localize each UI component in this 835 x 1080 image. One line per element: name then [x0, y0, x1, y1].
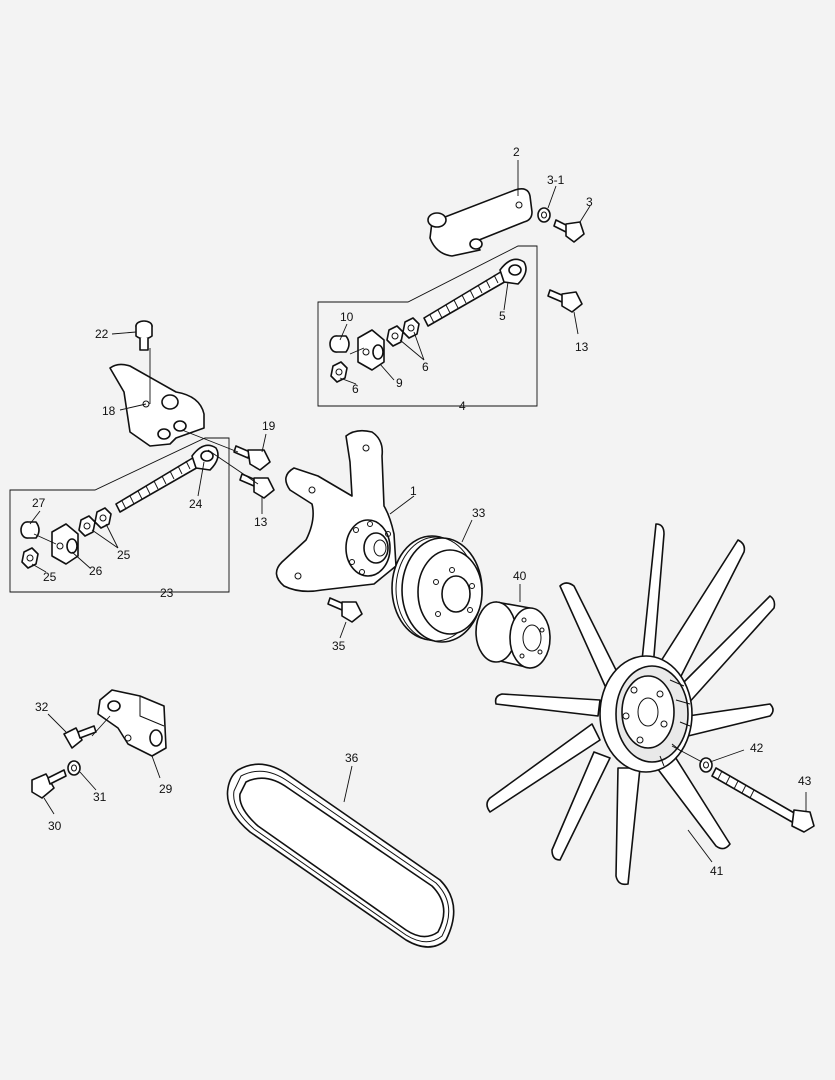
callout-3-1: 3-1 — [547, 173, 565, 187]
callout-40: 40 — [513, 569, 527, 583]
poly-v-belt-36[interactable] — [226, 763, 455, 948]
callout-5: 5 — [499, 309, 506, 323]
nut-25-c[interactable] — [21, 547, 39, 569]
callout-36: 36 — [345, 751, 359, 765]
callout-6-right: 6 — [422, 360, 429, 374]
bolt-13-upper[interactable] — [547, 289, 583, 313]
callout-32: 32 — [35, 700, 49, 714]
callout-35: 35 — [332, 639, 346, 653]
fan-bracket-1[interactable] — [275, 429, 397, 593]
bolt-22[interactable] — [135, 320, 153, 351]
tension-rod-24[interactable] — [115, 444, 219, 513]
callout-labels: 2 3-1 3 5 13 10 6 6 9 4 22 18 19 13 24 2… — [32, 145, 812, 878]
group-frame-4 — [317, 245, 538, 407]
callout-4: 4 — [459, 399, 466, 413]
washer-31[interactable] — [67, 760, 81, 776]
tension-rod-5[interactable] — [423, 258, 527, 327]
callout-26: 26 — [89, 564, 103, 578]
callout-6-left: 6 — [352, 382, 359, 396]
callout-3: 3 — [586, 195, 593, 209]
callout-25-left: 25 — [43, 570, 57, 584]
nut-6-a[interactable] — [386, 325, 404, 347]
washer-42[interactable] — [699, 757, 713, 773]
cooling-fan-41[interactable] — [486, 523, 776, 886]
callout-13-upper: 13 — [575, 340, 589, 354]
bushing-10[interactable] — [329, 335, 350, 353]
bolt-13-middle[interactable] — [239, 473, 275, 499]
nut-25-a[interactable] — [78, 515, 96, 537]
callout-27: 27 — [32, 496, 46, 510]
spacer-40[interactable] — [475, 601, 551, 669]
nut-6-b[interactable] — [402, 317, 420, 339]
pulley-33[interactable] — [391, 535, 483, 643]
bracket-29[interactable] — [97, 689, 167, 757]
callout-41: 41 — [710, 864, 724, 878]
bushing-27[interactable] — [20, 521, 40, 539]
callout-42: 42 — [750, 741, 764, 755]
callout-22: 22 — [95, 327, 109, 341]
callout-13-middle: 13 — [254, 515, 268, 529]
callout-10: 10 — [340, 310, 354, 324]
callout-1: 1 — [410, 484, 417, 498]
nut-25-b[interactable] — [94, 507, 112, 529]
group-frame-23 — [9, 437, 230, 593]
bolt-19[interactable] — [233, 445, 271, 471]
callout-18: 18 — [102, 404, 116, 418]
nut-6-c[interactable] — [330, 361, 348, 383]
callout-24: 24 — [189, 497, 203, 511]
idler-arm-2[interactable] — [427, 188, 533, 257]
callout-25-right: 25 — [117, 548, 131, 562]
washer-3-1[interactable] — [537, 207, 551, 223]
bolt-3[interactable] — [553, 219, 585, 243]
callout-23: 23 — [160, 586, 174, 600]
trunnion-block-9[interactable] — [357, 329, 385, 371]
leader-lines — [29, 160, 807, 863]
callout-9: 9 — [396, 376, 403, 390]
support-bracket-18[interactable] — [109, 363, 205, 447]
bolt-43[interactable] — [711, 767, 815, 833]
callout-43: 43 — [798, 774, 812, 788]
callout-2: 2 — [513, 145, 520, 159]
bolt-30[interactable] — [31, 769, 67, 799]
callout-19: 19 — [262, 419, 276, 433]
callout-31: 31 — [93, 790, 107, 804]
callout-30: 30 — [48, 819, 62, 833]
bolt-32[interactable] — [63, 725, 97, 749]
trunnion-block-26[interactable] — [51, 523, 79, 565]
callout-33: 33 — [472, 506, 486, 520]
bolt-35[interactable] — [327, 597, 363, 623]
callout-29: 29 — [159, 782, 173, 796]
